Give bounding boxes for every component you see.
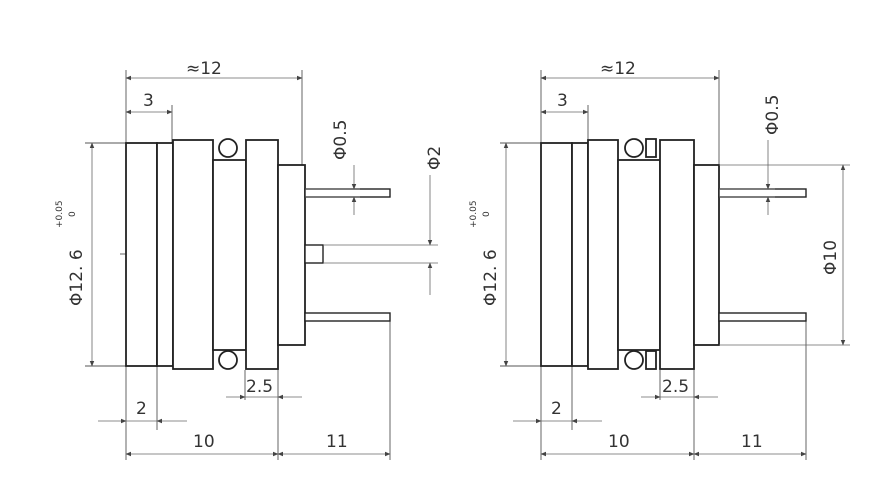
left-center-pin-diameter-label: Φ2: [425, 146, 445, 170]
left-front-thickness-label: 2: [136, 399, 147, 419]
left-connector-drawing: ≈12 3 Φ0.5 Φ2 Φ12. 6 +0.05 0 2.5 2 10: [55, 59, 445, 460]
right-main-body: [587, 139, 619, 370]
left-neck: [212, 159, 247, 351]
right-tolerance-upper: +0.05: [469, 200, 479, 228]
right-overall-length-label: ≈12: [600, 59, 636, 79]
right-oring-block-top: [645, 138, 657, 158]
left-tolerance-upper: +0.05: [55, 200, 65, 228]
left-body-length-label: 10: [193, 432, 215, 452]
left-front-flange: [125, 142, 158, 367]
right-nut: [659, 139, 695, 370]
right-neck: [617, 159, 661, 351]
right-rear-base: [693, 164, 720, 346]
right-tolerance-lower: 0: [482, 211, 492, 217]
right-bottom-pin: [718, 312, 807, 322]
left-top-pin: [304, 188, 391, 198]
left-body-diameter-label: Φ12. 6: [67, 249, 87, 306]
right-pin-length-label: 11: [741, 432, 763, 452]
right-front-flange: [540, 142, 573, 367]
right-top-pin: [718, 188, 807, 198]
right-front-flange-label: 3: [557, 91, 568, 111]
right-pin-spacing-label: Φ10: [821, 240, 841, 275]
left-overall-length-label: ≈12: [186, 59, 222, 79]
right-nut-gap-label: 2.5: [662, 377, 689, 397]
left-front-flange-label: 3: [143, 91, 154, 111]
left-center-pin: [304, 244, 324, 264]
right-body-diameter-label: Φ12. 6: [481, 249, 501, 306]
left-main-body: [172, 139, 214, 370]
left-rear-base: [277, 164, 306, 346]
left-oring-top: [218, 138, 238, 158]
right-body-length-label: 10: [608, 432, 630, 452]
right-oring-bottom: [624, 350, 644, 370]
left-nut: [245, 139, 279, 370]
left-flange-ring: [156, 142, 174, 367]
right-connector-drawing: ≈12 3 Φ0.5 Φ10 Φ12. 6 +0.05 0 2.5 2 10: [469, 59, 850, 460]
left-oring-bottom: [218, 350, 238, 370]
right-front-thickness-label: 2: [551, 399, 562, 419]
right-flange-ring: [571, 142, 589, 367]
left-tolerance-lower: 0: [68, 211, 78, 217]
right-oring-block-bottom: [645, 350, 657, 370]
left-pin-length-label: 11: [326, 432, 348, 452]
right-oring-top: [624, 138, 644, 158]
right-pin-diameter-label: Φ0.5: [763, 95, 783, 135]
left-bottom-pin: [304, 312, 391, 322]
left-pin-diameter-label: Φ0.5: [331, 120, 351, 160]
left-nut-gap-label: 2.5: [246, 377, 273, 397]
